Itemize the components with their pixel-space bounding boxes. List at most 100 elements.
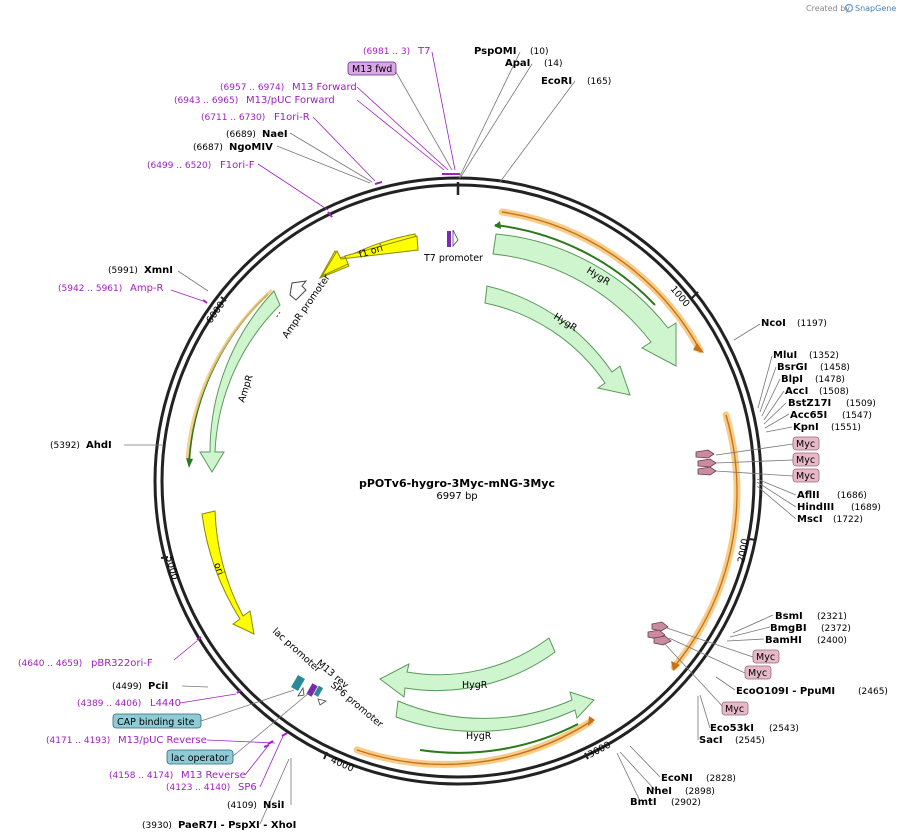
m13-fwd-label: M13 fwd [352,64,392,75]
watermark-prefix: Created by [806,4,850,13]
t7-promoter-bar [447,231,451,247]
primer-range-f1ori-f: (6499 .. 6520) [147,161,211,171]
primer-label-m13-forward: M13 Forward [292,82,357,93]
site-name-paer7i: PaeR7I - PspXI - XhoI [178,820,296,831]
svg-text:5000: 5000 [163,555,180,581]
primer-label-amp-r: Amp-R [130,283,164,294]
hygr-label-3: HygR [462,680,488,691]
site-pos-ecoo109i-ppumi: (2465) [858,687,888,697]
primer-range-t7: (6981 .. 3) [363,47,410,57]
orf-arc-top-right-head [693,343,704,353]
site-pos-msci: (1722) [833,515,863,525]
svg-text:6000: 6000 [204,300,227,326]
site-pos-bsmi: (2321) [817,612,847,622]
site-name-ecori: EcoRI [541,76,572,87]
cap-binding-site-box [112,713,202,729]
site-pos-blpi: (1478) [815,375,845,385]
hygr-label-4: HygR [466,731,492,742]
leader-lines [124,51,797,825]
site-name-nhei: NheI [646,786,672,797]
primer-range-f1ori-r: (6711 .. 6730) [201,113,265,123]
ampr-orange-line [185,288,273,459]
site-name-mlui: MluI [773,350,797,361]
myc-label-2: Myc [796,455,815,466]
site-name-nsii: NsiI [263,800,284,811]
lac-operator-box [166,749,234,765]
hygr-arrow-bottom-2 [395,691,595,732]
myc-label-6: Myc [725,704,744,715]
orf-arc-bottom-inner [419,723,579,754]
site-name-hindiii: HindIII [797,502,834,513]
orf-arc-bottom-head [588,716,595,726]
myc-label-3: Myc [796,471,815,482]
snapgene-logo-icon [844,3,854,13]
primer-range-m13-puc-reverse: (4171 .. 4193) [46,736,110,746]
site-pos-bstz17i: (1509) [846,399,876,409]
myc-box-2 [792,452,820,467]
primer-range-amp-r: (5942 .. 5961) [58,284,122,294]
site-pos-nsii: (4109) [227,801,257,811]
myc-label-1: Myc [796,439,815,450]
site-pos-aflii: (1686) [837,491,867,501]
site-name-bmti: BmtI [630,797,657,808]
ampr-promoter-label: AmpR promoter [280,273,332,341]
site-name-saci: SacI [699,735,723,746]
ampr-label: AmpR [236,373,255,404]
site-pos-nhei: (2898) [685,787,715,797]
lac-promoter-label: lac promoter [270,626,323,675]
tick-5000: 5000 [160,555,180,581]
site-name-pcii: PciI [148,681,168,692]
site-pos-bsrgi: (1458) [820,363,850,373]
site-name-naei: NaeI [262,129,288,140]
primer-range-m13-forward: (6957 .. 6974) [220,83,284,93]
site-name-apai: ApaI [505,58,530,69]
site-pos-xmni: (5991) [108,266,138,276]
myc-box-6 [721,701,749,716]
site-name-econi: EcoNI [661,773,693,784]
site-pos-kpni: (1551) [831,423,861,433]
sp6-promoter-label: SP6 promoter [328,680,385,730]
primer-range-sp6: (4123 .. 4140) [166,783,230,793]
orf-inner-head [494,221,501,229]
lac-operator-label: lac operator [171,753,229,764]
tick-2000: 2000 [736,538,757,564]
primer-label-m13-puc-reverse: M13/pUC Reverse [118,735,207,746]
site-name-xmni: XmnI [144,265,173,276]
site-name-blpi: BlpI [781,374,803,385]
primer-label-f1ori-f: F1ori-F [220,160,255,171]
site-pos-bamhi: (2400) [817,636,847,646]
svg-text:3000: 3000 [586,740,613,761]
site-name-bmgbi: BmgBI [770,623,807,634]
hygr-arrow-bottom-1 [379,637,556,698]
site-pos-ecori: (165) [587,77,611,87]
watermark-brand: SnapGene [855,4,896,13]
site-name-msci: MscI [797,514,823,525]
primer-range-l4440: (4389 .. 4406) [77,699,141,709]
ori-arrow [201,510,255,635]
orf-arc-bottom-line [356,721,591,766]
site-pos-acci: (1508) [819,387,849,397]
orf-arc-right-line [673,414,738,668]
orf-arc-top-right-line [501,211,701,351]
site-pos-mlui: (1352) [809,351,839,361]
lac-promoter-arrow [297,686,305,697]
site-pos-econi: (2828) [706,774,736,784]
svg-text:2000: 2000 [736,538,751,564]
site-name-kpni: KpnI [793,422,819,433]
hygr-arrow-outer [492,233,677,367]
myc-box-4 [752,649,780,664]
site-name-acci: AccI [785,386,808,397]
m13-fwd-box [347,61,397,76]
myc-arrows-upper [695,449,717,476]
site-name-ecoo109i-ppumi: EcoO109I - PpuMI [736,686,835,697]
site-name-aflii: AflII [797,490,820,501]
site-pos-eco53ki: (2543) [769,724,799,734]
plasmid-name: pPOTv6-hygro-3Myc-mNG-3Myc [359,477,555,490]
site-name-ngomiv: NgoMIV [229,142,273,153]
site-name-bsrgi: BsrGI [777,362,807,373]
primer-label-f1ori-r: F1ori-R [274,112,310,123]
primer-label-pbr322ori-f: pBR322ori-F [91,658,153,669]
site-pos-pspomi: (10) [530,47,548,57]
f1-ori-arrow-fill [320,235,419,278]
